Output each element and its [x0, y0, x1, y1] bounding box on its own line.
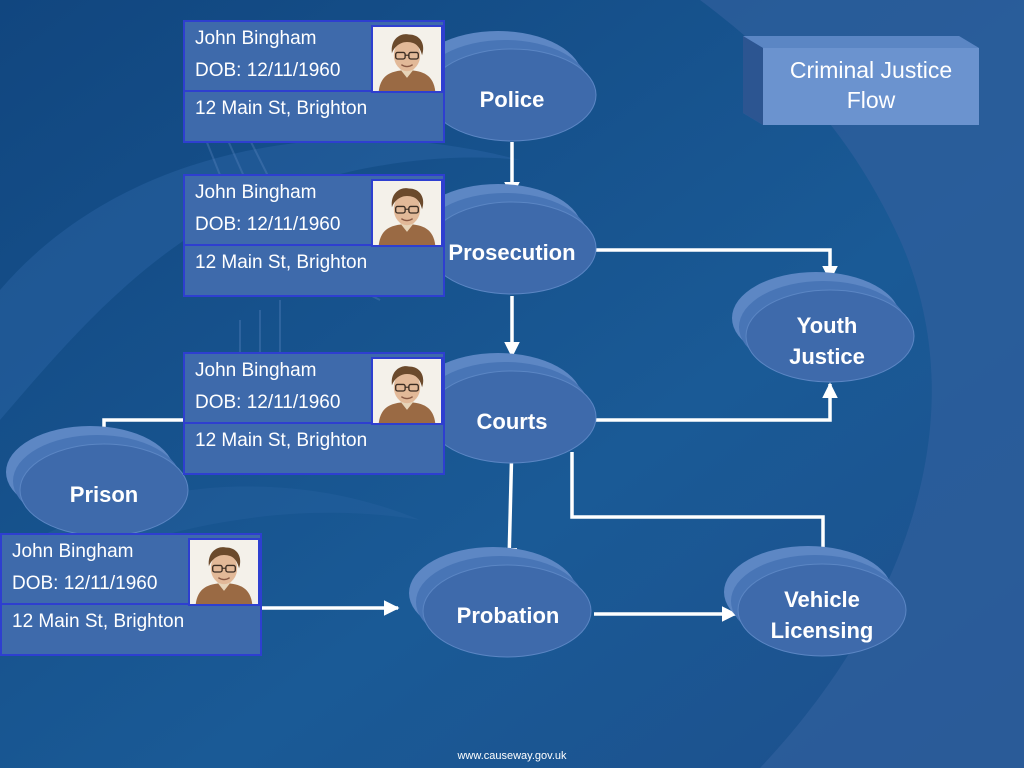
prison-node-label: Prison [69, 481, 139, 507]
youth-justice-node [732, 272, 915, 383]
police-node-label: Police [479, 86, 545, 112]
probation-node [409, 547, 592, 658]
person-address: 12 Main St, Brighton [12, 611, 185, 632]
person-dob: DOB: 12/11/1960 [195, 60, 341, 81]
youth-justice-node-label: Youth Justice [789, 313, 865, 369]
person-address: 12 Main St, Brighton [195, 252, 368, 273]
card-divider [185, 244, 443, 246]
person-name: John Bingham [195, 28, 317, 49]
person-card-1: John Bingham DOB: 12/11/1960 12 Main St,… [183, 20, 445, 143]
person-address: 12 Main St, Brighton [195, 98, 368, 119]
person-card-3: John Bingham DOB: 12/11/1960 12 Main St,… [183, 352, 445, 475]
person-photo [188, 538, 260, 606]
person-card-2: John Bingham DOB: 12/11/1960 12 Main St,… [183, 174, 445, 297]
arrow-courts-to-youth-justice [596, 382, 838, 422]
person-dob: DOB: 12/11/1960 [12, 573, 158, 594]
person-dob: DOB: 12/11/1960 [195, 214, 341, 235]
person-name: John Bingham [12, 541, 134, 562]
diagram-title: Criminal Justice Flow [789, 57, 953, 113]
person-name: John Bingham [195, 360, 317, 381]
footer-url: www.causeway.gov.uk [457, 750, 567, 762]
vehicle-licensing-node-label: Vehicle Licensing [770, 587, 874, 643]
police-node [414, 31, 597, 142]
prison-node [6, 426, 189, 537]
courts-node-label: Courts [476, 408, 548, 434]
person-photo [371, 357, 443, 425]
person-dob: DOB: 12/11/1960 [195, 392, 341, 413]
prosecution-node [414, 184, 597, 295]
arrow-prosecution-to-youth-justice [596, 248, 838, 282]
person-photo [371, 179, 443, 247]
person-photo [371, 25, 443, 93]
person-card-4: John Bingham DOB: 12/11/1960 12 Main St,… [0, 533, 262, 656]
card-divider [2, 603, 260, 605]
courts-node [414, 353, 597, 464]
arrow-courts-to-vehicle-licensing [570, 452, 831, 567]
card-divider [185, 90, 443, 92]
vehicle-licensing-node [724, 546, 907, 657]
person-address: 12 Main St, Brighton [195, 430, 368, 451]
card-divider [185, 422, 443, 424]
probation-node-label: Probation [456, 602, 560, 628]
prosecution-node-label: Prosecution [448, 239, 576, 265]
title-box [743, 36, 979, 125]
person-name: John Bingham [195, 182, 317, 203]
